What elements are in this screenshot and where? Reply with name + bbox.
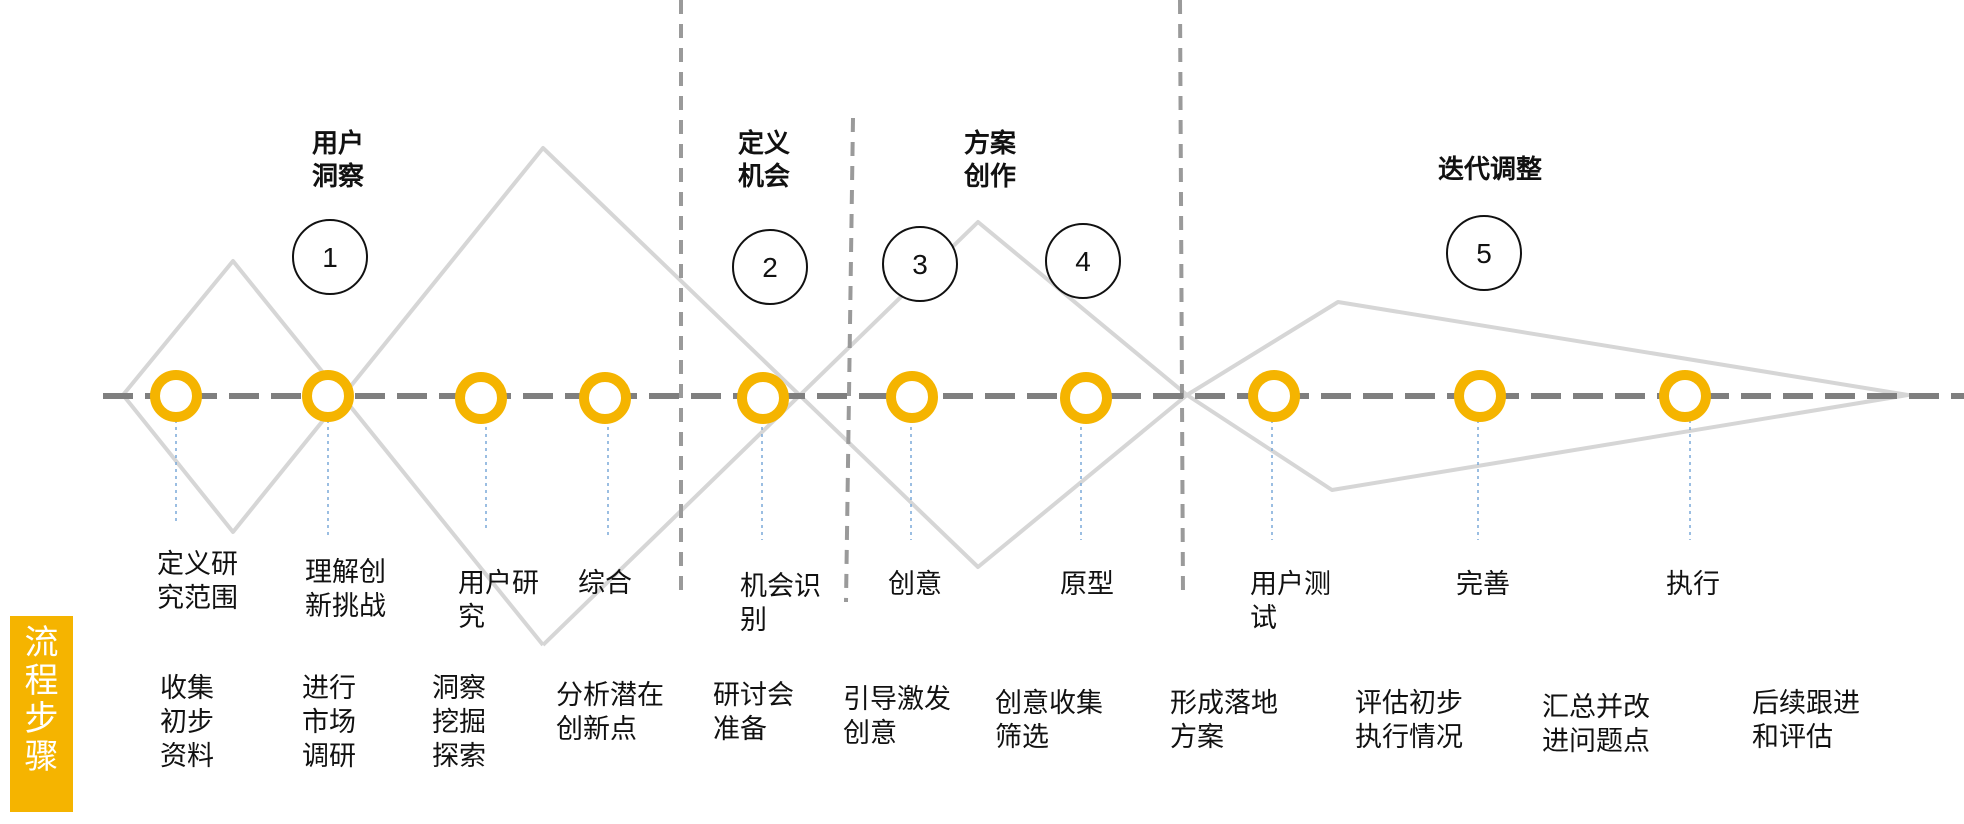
phase-number: 5 [1476,238,1492,269]
phase-number: 3 [912,249,928,280]
taper-shape [1185,300,1910,492]
step-description: 研讨会 准备 [713,680,794,745]
process-steps-label: 流 程 步 骤 [10,616,73,812]
step-description: 洞察 挖掘 探索 [432,673,486,772]
phase-number-circle [732,229,808,305]
milestone-ring [1454,370,1506,422]
step-name: 综合 [578,568,632,599]
diamond-shape-outline-1 [121,146,1189,647]
diamond-shape-1 [121,259,545,647]
phase-number-circle [882,226,958,302]
phase-divider-2 [844,117,855,603]
step-name: 理解创 新挑战 [305,557,386,622]
phase-number: 1 [322,242,338,273]
phase-number: 2 [762,252,778,283]
step-description: 收集 初步 资料 [160,673,214,772]
phase-title: 用户 洞察 [311,129,364,192]
step-name: 机会识 别 [740,571,821,636]
phase-title: 迭代调整 [1437,155,1542,185]
step-description: 引导激发 创意 [843,684,951,749]
step-name: 定义研 究范围 [157,549,238,614]
milestone-ring [579,372,631,424]
step-description: 分析潜在 创新点 [556,680,664,745]
milestone-ring [1659,370,1711,422]
step-description: 评估初步 执行情况 [1355,688,1463,753]
milestone-ring [150,370,202,422]
step-name: 原型 [1060,569,1114,600]
phase-number-circle [292,219,368,295]
phase-title: 定义 机会 [737,129,790,192]
step-description: 创意收集 筛选 [995,688,1103,753]
milestone-ring [302,370,354,422]
milestone-ring [737,372,789,424]
step-name: 创意 [888,569,942,600]
step-name: 执行 [1666,569,1720,600]
step-description: 后续跟进 和评估 [1752,688,1860,753]
step-description: 汇总并改 进问题点 [1542,692,1650,757]
milestone-ring [455,372,507,424]
step-description: 进行 市场 调研 [302,673,356,772]
milestone-ring [1060,372,1112,424]
step-name: 用户测 试 [1250,569,1331,634]
phase-number: 4 [1075,246,1091,277]
milestone-ring [886,371,938,423]
step-description: 形成落地 方案 [1170,688,1278,753]
phase-number-circle [1446,215,1522,291]
phase-title: 方案 创作 [963,129,1016,192]
phase-number-circle [1045,223,1121,299]
phase-divider-3 [1178,0,1185,598]
milestone-ring [1248,370,1300,422]
step-name: 用户研 究 [458,568,539,633]
step-name: 完善 [1456,569,1510,600]
